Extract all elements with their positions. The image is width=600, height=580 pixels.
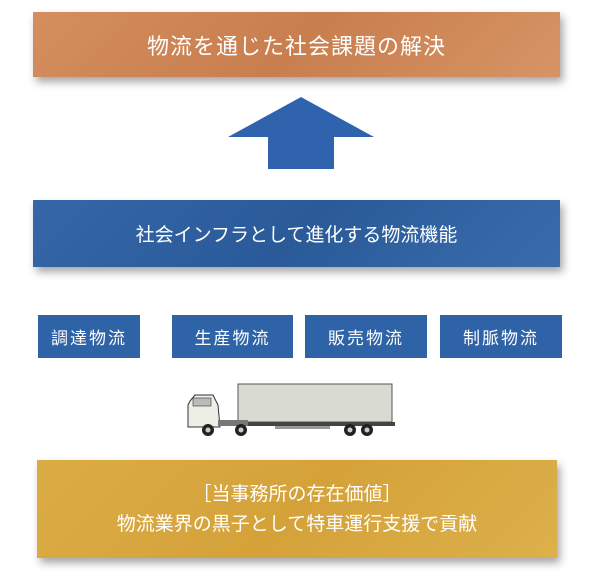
function-box-production: 生産物流 [172, 315, 293, 358]
value-box: ［当事務所の存在価値］ 物流業界の黒子として特車運行支援で貢献 [37, 460, 557, 558]
function-box-procurement: 調達物流 [38, 315, 140, 358]
function-box-sales: 販売物流 [305, 315, 427, 358]
value-heading: ［当事務所の存在価値］ [192, 483, 402, 505]
function-label: 調達物流 [51, 329, 127, 349]
function-label: 制脈物流 [463, 329, 539, 349]
function-label: 生産物流 [194, 329, 271, 349]
goal-label: 物流を通じた社会課題の解決 [146, 34, 446, 60]
infrastructure-label: 社会インフラとして進化する物流機能 [135, 224, 458, 246]
function-label: 販売物流 [328, 329, 404, 349]
truck-trailer-icon [187, 383, 395, 436]
infrastructure-box: 社会インフラとして進化する物流機能 [33, 200, 560, 267]
goal-box: 物流を通じた社会課題の解決 [33, 12, 560, 77]
up-arrow-icon [228, 97, 374, 169]
function-box-other: 制脈物流 [440, 315, 562, 358]
value-statement: 物流業界の黒子として特車運行支援で貢献 [116, 513, 478, 535]
